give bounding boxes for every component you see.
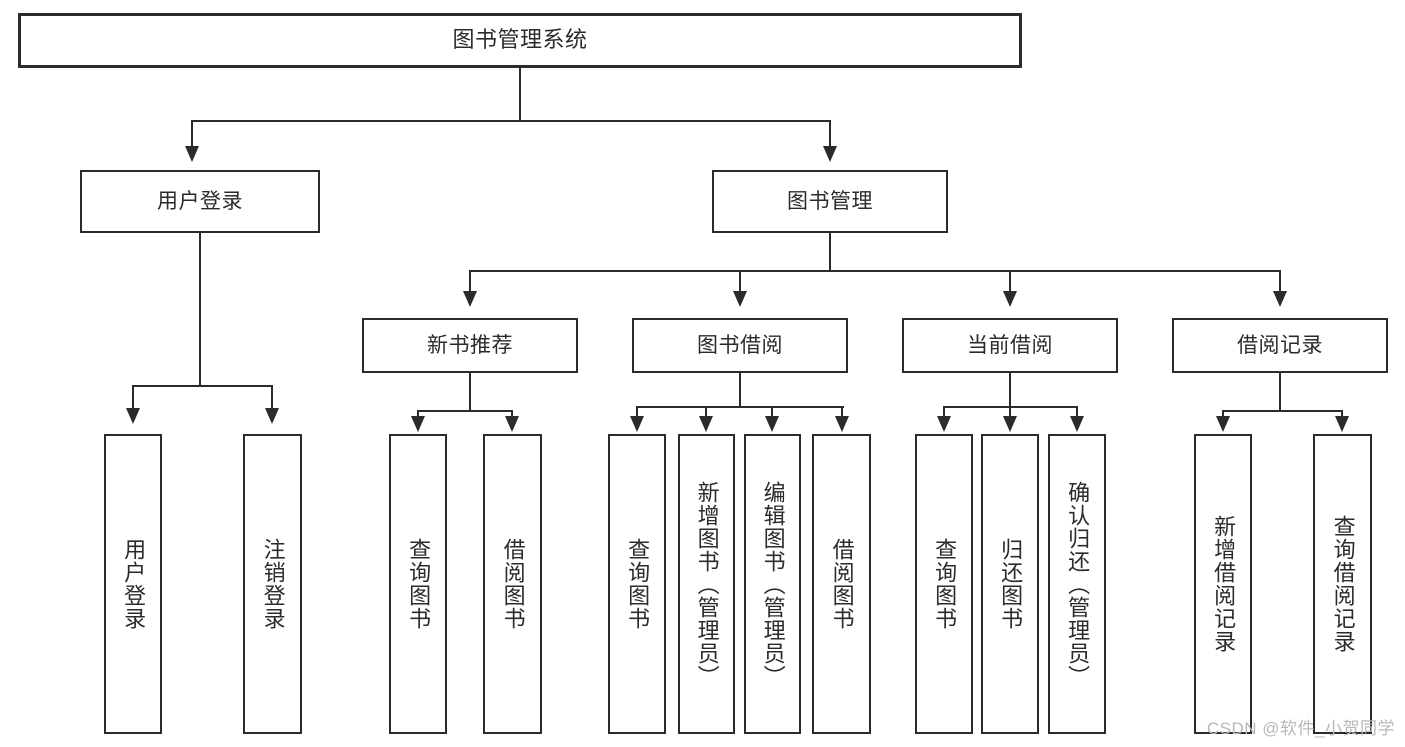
arrow-book-mgmt-to-borrow — [733, 291, 747, 307]
connector-book-borrow-drop-4 — [841, 406, 843, 420]
arrow-book-borrow-to-lend — [835, 416, 849, 432]
node-new-book-recommend-label: 新书推荐 — [427, 333, 513, 357]
node-borrow-records-label: 借阅记录 — [1237, 333, 1323, 357]
leaf-query-book-current-label: 查询图书 — [932, 538, 958, 630]
arrow-book-mgmt-to-records — [1273, 291, 1287, 307]
leaf-query-borrow-record[interactable]: 查询借阅记录 — [1313, 434, 1372, 734]
leaf-add-borrow-record-label: 新增借阅记录 — [1211, 515, 1237, 653]
connector-book-mgmt-drop-1 — [469, 270, 471, 292]
leaf-confirm-return-admin-label: 确认归还（管理员） — [1065, 480, 1091, 688]
connector-current-borrow-drop-2 — [1009, 406, 1011, 420]
arrow-book-borrow-to-query — [630, 416, 644, 432]
leaf-query-book[interactable]: 查询图书 — [608, 434, 666, 734]
connector-current-borrow-drop-3 — [1076, 406, 1078, 420]
connector-new-book-stem — [469, 373, 471, 410]
arrow-book-borrow-to-edit — [765, 416, 779, 432]
arrow-new-book-to-query — [411, 416, 425, 432]
leaf-query-book-label: 查询图书 — [625, 538, 651, 630]
node-borrow-records[interactable]: 借阅记录 — [1172, 318, 1388, 373]
arrow-user-login-to-logout — [265, 408, 279, 424]
connector-user-login-drop-1 — [132, 385, 134, 410]
leaf-return-book-label: 归还图书 — [998, 538, 1024, 630]
connector-new-book-bus — [417, 410, 512, 412]
connector-book-mgmt-drop-4 — [1279, 270, 1281, 292]
connector-current-borrow-stem — [1009, 373, 1011, 406]
arrow-borrow-records-to-query — [1335, 416, 1349, 432]
connector-user-login-stem — [199, 233, 201, 385]
arrow-current-borrow-to-confirm — [1070, 416, 1084, 432]
node-new-book-recommend[interactable]: 新书推荐 — [362, 318, 578, 373]
connector-book-mgmt-stem — [829, 233, 831, 270]
node-current-borrow[interactable]: 当前借阅 — [902, 318, 1118, 373]
leaf-add-borrow-record[interactable]: 新增借阅记录 — [1194, 434, 1252, 734]
connector-book-borrow-drop-1 — [636, 406, 638, 420]
connector-book-borrow-drop-3 — [771, 406, 773, 420]
connector-borrow-records-stem — [1279, 373, 1281, 410]
leaf-query-borrow-record-label: 查询借阅记录 — [1330, 515, 1356, 653]
connector-root-stem — [519, 68, 521, 120]
arrow-current-borrow-to-query — [937, 416, 951, 432]
connector-user-login-bus — [132, 385, 272, 387]
node-book-borrow-label: 图书借阅 — [697, 333, 783, 357]
arrow-book-mgmt-to-new-books — [463, 291, 477, 307]
leaf-query-book-current[interactable]: 查询图书 — [915, 434, 973, 734]
leaf-logout-label: 注销登录 — [260, 538, 286, 630]
connector-borrow-records-bus — [1222, 410, 1343, 412]
connector-book-mgmt-bus — [469, 270, 1281, 272]
connector-new-book-drop-2 — [511, 410, 513, 420]
connector-book-borrow-bus — [636, 406, 844, 408]
arrow-root-to-book-mgmt — [823, 146, 837, 162]
leaf-add-book-admin[interactable]: 新增图书（管理员） — [678, 434, 735, 734]
connector-root-to-user-login — [191, 120, 193, 148]
arrow-new-book-to-borrow — [505, 416, 519, 432]
connector-book-borrow-drop-2 — [705, 406, 707, 420]
arrow-user-login-to-login — [126, 408, 140, 424]
connector-borrow-records-drop-1 — [1222, 410, 1224, 420]
leaf-user-login-label: 用户登录 — [121, 538, 147, 630]
node-root-label: 图书管理系统 — [452, 27, 588, 53]
connector-borrow-records-drop-2 — [1341, 410, 1343, 420]
node-root[interactable]: 图书管理系统 — [18, 13, 1022, 68]
leaf-confirm-return-admin[interactable]: 确认归还（管理员） — [1048, 434, 1106, 734]
arrow-borrow-records-to-add — [1216, 416, 1230, 432]
node-user-login-label: 用户登录 — [157, 189, 243, 213]
connector-root-to-book-mgmt — [829, 120, 831, 148]
connector-root-bus — [191, 120, 831, 122]
connector-book-mgmt-drop-2 — [739, 270, 741, 292]
leaf-user-login[interactable]: 用户登录 — [104, 434, 162, 734]
connector-book-borrow-stem — [739, 373, 741, 406]
connector-current-borrow-drop-1 — [943, 406, 945, 420]
leaf-lend-book-label: 借阅图书 — [829, 538, 855, 630]
arrow-book-borrow-to-add — [699, 416, 713, 432]
leaf-return-book[interactable]: 归还图书 — [981, 434, 1039, 734]
arrow-book-mgmt-to-current — [1003, 291, 1017, 307]
leaf-borrow-book-new[interactable]: 借阅图书 — [483, 434, 542, 734]
node-user-login[interactable]: 用户登录 — [80, 170, 320, 233]
leaf-lend-book[interactable]: 借阅图书 — [812, 434, 871, 734]
leaf-edit-book-admin[interactable]: 编辑图书（管理员） — [744, 434, 801, 734]
leaf-borrow-book-new-label: 借阅图书 — [500, 538, 526, 630]
node-book-borrow[interactable]: 图书借阅 — [632, 318, 848, 373]
csdn-watermark: CSDN @软件_小贺同学 — [1206, 719, 1395, 738]
node-book-management[interactable]: 图书管理 — [712, 170, 948, 233]
node-book-management-label: 图书管理 — [787, 189, 873, 213]
arrow-current-borrow-to-return — [1003, 416, 1017, 432]
leaf-logout[interactable]: 注销登录 — [243, 434, 302, 734]
connector-new-book-drop-1 — [417, 410, 419, 420]
arrow-root-to-user-login — [185, 146, 199, 162]
leaf-add-book-admin-label: 新增图书（管理员） — [694, 480, 720, 688]
leaf-query-book-new[interactable]: 查询图书 — [389, 434, 447, 734]
node-current-borrow-label: 当前借阅 — [967, 333, 1053, 357]
leaf-query-book-new-label: 查询图书 — [406, 538, 432, 630]
connector-book-mgmt-drop-3 — [1009, 270, 1011, 292]
leaf-edit-book-admin-label: 编辑图书（管理员） — [760, 480, 786, 688]
connector-user-login-drop-2 — [271, 385, 273, 410]
